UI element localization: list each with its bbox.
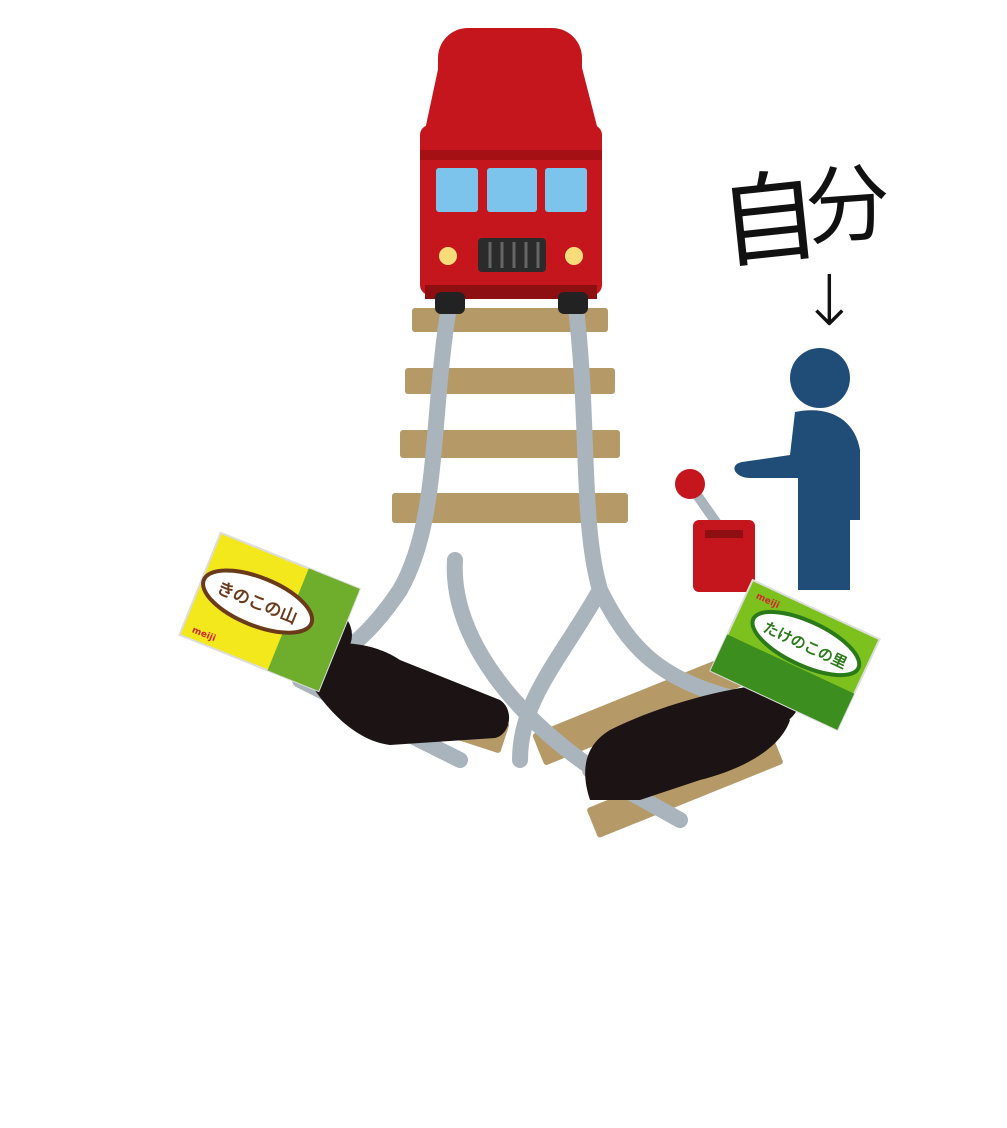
train-wheel bbox=[435, 292, 465, 314]
train-grille bbox=[478, 238, 546, 272]
tie bbox=[400, 430, 620, 458]
person-self bbox=[734, 348, 860, 590]
handwritten-annotation: 自 分 ↓ bbox=[713, 154, 894, 342]
headlight bbox=[439, 247, 457, 265]
kinoko-no-yama-box: きのこの山 meiji bbox=[178, 531, 362, 693]
train-window bbox=[545, 168, 587, 212]
annotation-char-bun: 分 bbox=[802, 154, 894, 259]
lever-knob bbox=[675, 469, 705, 499]
takenoko-no-sato-box: たけのこの里 meiji bbox=[709, 578, 881, 732]
switch-lever bbox=[675, 469, 755, 592]
annotation-char-ji: 自 bbox=[713, 157, 825, 284]
tie bbox=[392, 493, 628, 523]
person-head bbox=[790, 348, 850, 408]
tie bbox=[532, 649, 758, 765]
train-window bbox=[487, 168, 537, 212]
rail-branch bbox=[446, 552, 603, 778]
train-window bbox=[436, 168, 478, 212]
trolley bbox=[420, 28, 602, 314]
tie bbox=[412, 308, 608, 332]
person-body bbox=[734, 410, 860, 590]
rail-cross bbox=[512, 582, 608, 768]
tie bbox=[405, 368, 615, 394]
headlight bbox=[565, 247, 583, 265]
rail-left bbox=[337, 292, 458, 658]
rail-right-outer bbox=[567, 292, 748, 708]
down-arrow-icon: ↓ bbox=[800, 260, 859, 342]
train-wheel bbox=[558, 292, 588, 314]
